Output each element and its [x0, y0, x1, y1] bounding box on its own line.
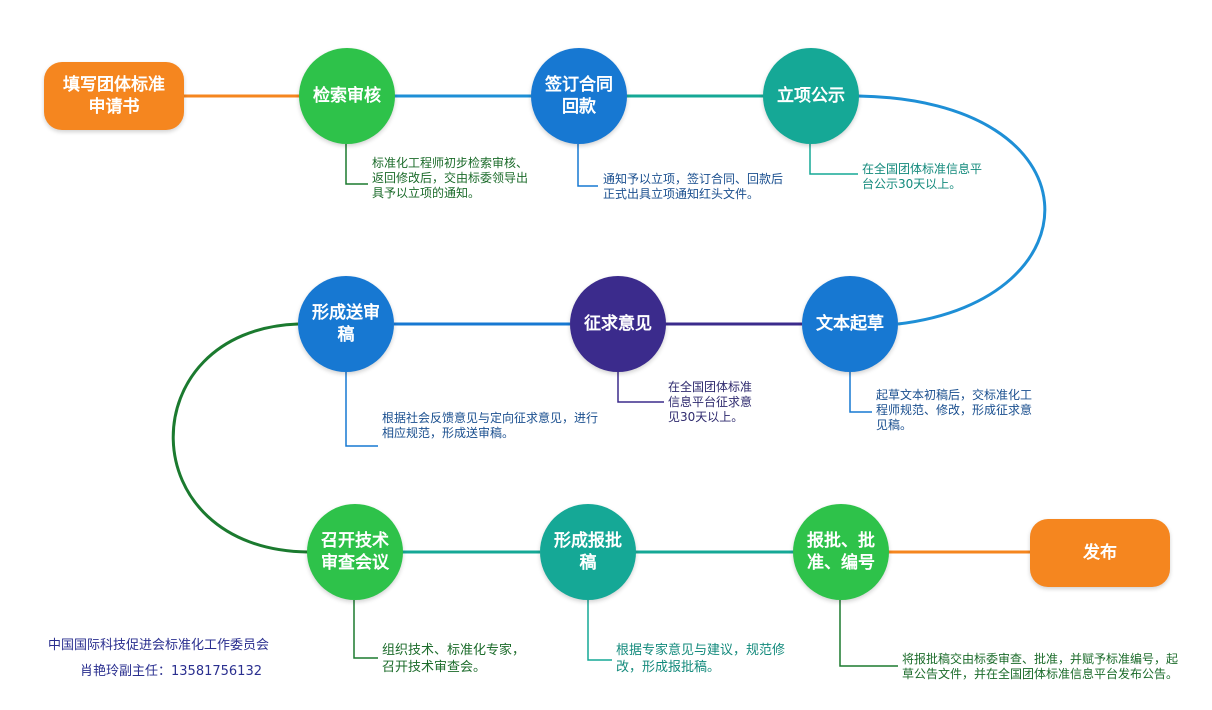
- note-form-review-draft: 根据社会反馈意见与定向征求意见，进行 相应规范，形成送审稿。: [382, 411, 599, 440]
- step-solicit-opinion-label: 征求意见: [584, 314, 652, 334]
- step-publish-label: 发布: [1083, 543, 1117, 563]
- step-sign-contract-label: 签订合同 回款: [545, 75, 613, 117]
- note-tech-review-meeting: 组织技术、标准化专家， 召开技术审查会。: [382, 643, 526, 675]
- step-search-review-label: 检索审核: [313, 86, 381, 106]
- leader-draft-text: [849, 372, 872, 413]
- leader-search-review: [345, 144, 368, 185]
- step-form-approval-draft-label: 形成报批 稿: [554, 531, 622, 573]
- note-project-notice: 在全国团体标准信息平 台公示30天以上。: [862, 162, 983, 191]
- leader-approval-draft: [587, 600, 612, 661]
- step-form-approval-draft: 形成报批 稿: [540, 504, 636, 600]
- step-project-notice: 立项公示: [763, 48, 859, 144]
- note-draft-text: 起草文本初稿后，交标准化工 程师规范、修改，形成征求意 见稿。: [876, 388, 1033, 432]
- leader-form-review-draft: [345, 372, 378, 447]
- footer-contact: 肖艳玲副主任：13581756132: [80, 664, 262, 679]
- leader-project-notice: [809, 144, 858, 175]
- step-form-review-draft-label: 形成送审 稿: [312, 303, 380, 345]
- step-tech-review-meeting-label: 召开技术 审查会议: [321, 531, 389, 573]
- note-approve-number: 将报批稿交由标委审查、批准，并赋予标准编号，起 草公告文件，并在全国团体标准信息…: [902, 652, 1179, 681]
- step-solicit-opinion: 征求意见: [570, 276, 666, 372]
- step-form-review-draft: 形成送审 稿: [298, 276, 394, 372]
- note-sign-contract: 通知予以立项，签订合同、回款后 正式出具立项通知红头文件。: [603, 172, 784, 201]
- connector-notice-draft: [857, 94, 1047, 326]
- step-apply: 填写团体标准 申请书: [44, 62, 184, 130]
- step-sign-contract: 签订合同 回款: [531, 48, 627, 144]
- leader-approve-number: [839, 600, 898, 667]
- leader-sign-contract: [577, 144, 598, 187]
- step-project-notice-label: 立项公示: [777, 86, 845, 106]
- step-apply-label: 填写团体标准 申请书: [63, 75, 165, 117]
- step-publish: 发布: [1030, 519, 1170, 587]
- step-draft-text-label: 文本起草: [816, 314, 884, 334]
- connector-review-meeting: [171, 322, 309, 554]
- step-search-review: 检索审核: [299, 48, 395, 144]
- footer-org: 中国国际科技促进会标准化工作委员会: [48, 638, 270, 653]
- note-form-approval-draft: 根据专家意见与建议，规范修 改，形成报批稿。: [616, 643, 786, 675]
- step-approve-number-label: 报批、批 准、编号: [807, 531, 875, 573]
- step-tech-review-meeting: 召开技术 审查会议: [307, 504, 403, 600]
- leader-tech-meeting: [353, 600, 378, 659]
- note-solicit-opinion: 在全国团体标准 信息平台征求意 见30天以上。: [668, 380, 753, 424]
- note-search-review: 标准化工程师初步检索审核、 返回修改后，交由标委领导出 具予以立项的通知。: [372, 156, 529, 200]
- leader-solicit-opinion: [617, 372, 664, 403]
- step-approve-number: 报批、批 准、编号: [793, 504, 889, 600]
- step-draft-text: 文本起草: [802, 276, 898, 372]
